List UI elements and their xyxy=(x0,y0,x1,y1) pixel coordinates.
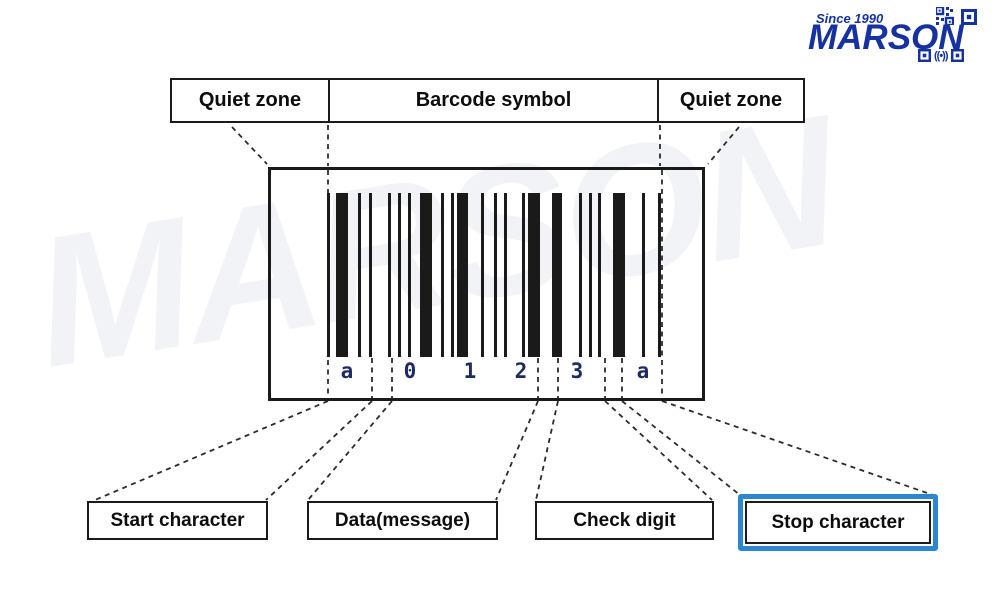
barcode-bar xyxy=(327,193,330,357)
barcode-bar xyxy=(552,193,562,357)
bottom-connector-line xyxy=(535,400,559,501)
barcode-bar xyxy=(388,193,391,357)
barcode-character: 0 xyxy=(403,359,417,383)
marson-logo: Since 1990 MARSON ((•)) xyxy=(808,6,980,66)
barcode-character: 1 xyxy=(463,359,477,383)
stop-character-text: Stop character xyxy=(771,511,905,533)
top-connector-line xyxy=(231,126,268,165)
qr-finder-icon xyxy=(961,9,977,25)
barcode-bar xyxy=(457,193,468,357)
start-character-label: Start character xyxy=(87,501,268,540)
stop-character-label: Stop character xyxy=(745,501,931,544)
quiet-zone-right-cell: Quiet zone xyxy=(679,89,783,111)
check-digit-text: Check digit xyxy=(573,509,676,531)
bottom-connector-line xyxy=(661,400,934,496)
qr-finder-icon xyxy=(950,49,964,62)
barcode-symbol-cell: Barcode symbol xyxy=(330,80,659,121)
barcode-symbol-box xyxy=(268,167,705,401)
logo-since-text: Since 1990 xyxy=(816,11,884,26)
bottom-connector-line xyxy=(621,400,741,496)
barcode-bar xyxy=(598,193,601,357)
barcode-bar xyxy=(642,193,645,357)
barcode-bar xyxy=(528,193,540,357)
stop-character-highlight: Stop character xyxy=(738,494,938,551)
barcode-character: 3 xyxy=(570,359,584,383)
barcode-bar xyxy=(408,193,411,357)
data-message-label: Data(message) xyxy=(307,501,498,540)
logo-brand-text: MARSON xyxy=(808,18,964,57)
barcode-bar xyxy=(369,193,372,357)
quiet-zone-left-cell: Quiet zone xyxy=(172,80,330,121)
barcode-bar xyxy=(358,193,361,357)
start-character-text: Start character xyxy=(110,509,245,531)
bottom-connector-line xyxy=(307,400,393,501)
barcode-character: 2 xyxy=(514,359,528,383)
barcode-bar xyxy=(420,193,432,357)
bottom-connector-line xyxy=(495,400,539,501)
barcode-bar xyxy=(336,193,348,357)
barcode-bar xyxy=(579,193,582,357)
qr-code-icon xyxy=(936,7,954,25)
check-digit-label: Check digit xyxy=(535,501,714,540)
barcode-bar xyxy=(451,193,454,357)
barcode-bar xyxy=(481,193,484,357)
data-message-text: Data(message) xyxy=(334,509,471,531)
barcode-bar xyxy=(613,193,625,357)
bottom-connector-line xyxy=(94,400,329,501)
barcode-character: a xyxy=(636,359,650,383)
barcode-bar xyxy=(658,193,661,357)
zones-table: Quiet zone Barcode symbol Quiet zone xyxy=(170,78,805,123)
barcode-bar xyxy=(522,193,525,357)
barcode-bar xyxy=(398,193,401,357)
barcode-bar xyxy=(494,193,497,357)
bottom-connector-line xyxy=(604,400,713,501)
barcode-bar xyxy=(441,193,444,357)
bottom-connector-line xyxy=(265,400,373,501)
barcode-bar xyxy=(589,193,592,357)
radio-waves-icon: ((•)) xyxy=(934,49,948,62)
logo-bottom-icons: ((•)) xyxy=(918,49,964,62)
barcode-character: a xyxy=(340,359,354,383)
qr-finder-icon xyxy=(918,49,931,62)
barcode-bar xyxy=(504,193,507,357)
